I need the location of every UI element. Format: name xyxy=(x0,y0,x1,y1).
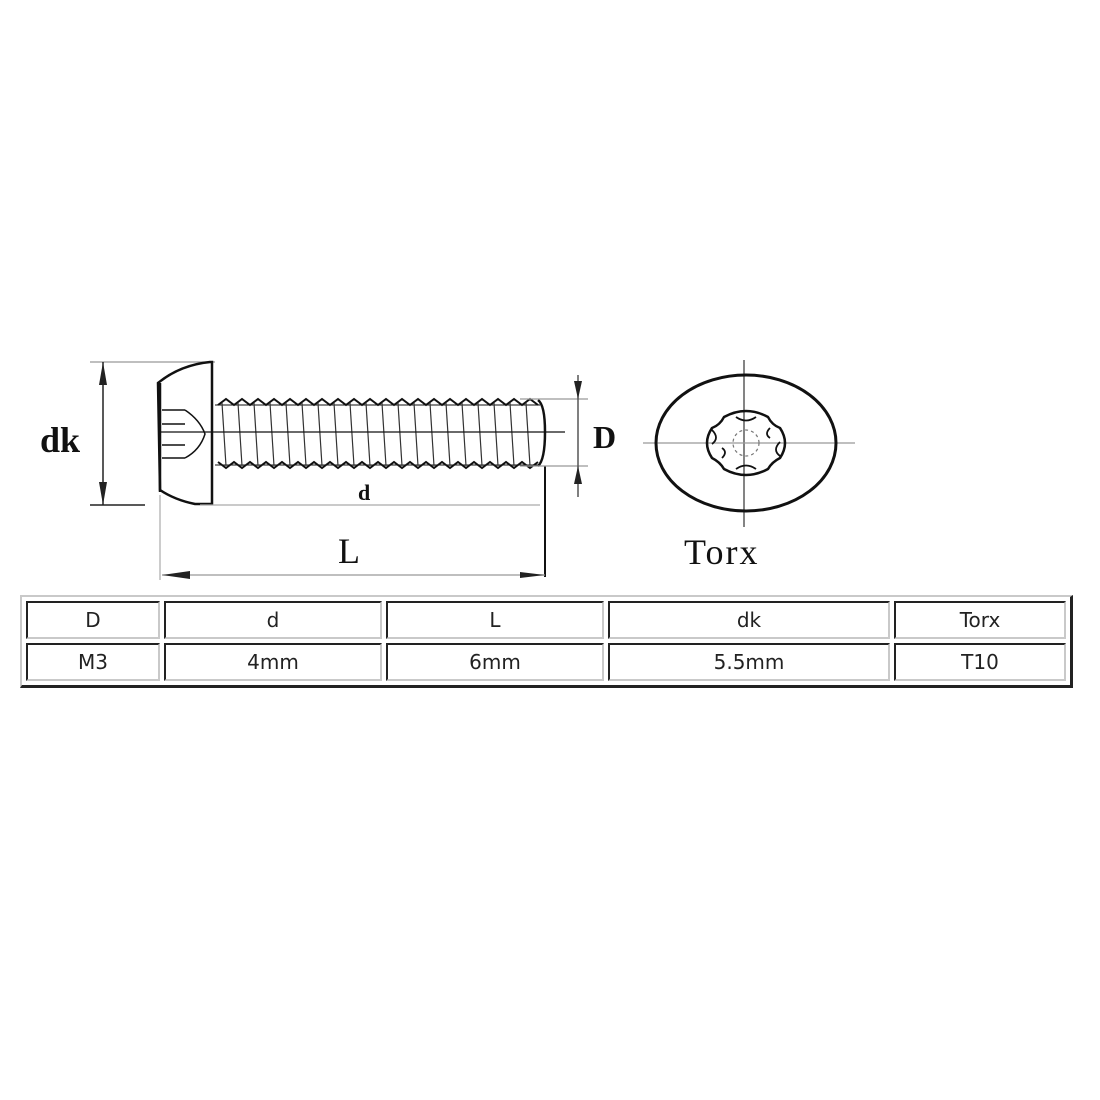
header-cell-torx: Torx xyxy=(894,601,1066,639)
table-row: M3 4mm 6mm 5.5mm T10 xyxy=(26,643,1066,681)
value-cell-torx: T10 xyxy=(894,643,1066,681)
header-cell-L: L xyxy=(386,601,604,639)
header-cell-D: D xyxy=(26,601,160,639)
header-cell-dk: dk xyxy=(608,601,890,639)
dim-label-L: L xyxy=(338,531,360,571)
spec-table: D d L dk Torx M3 4mm 6mm 5.5mm T10 xyxy=(20,595,1073,688)
torx-caption: Torx xyxy=(684,532,759,572)
screw-dimension-drawing: dk d L D Torx xyxy=(40,360,855,580)
dim-label-D: D xyxy=(593,419,616,455)
header-cell-d: d xyxy=(164,601,382,639)
value-cell-d: 4mm xyxy=(164,643,382,681)
dim-label-dk: dk xyxy=(40,420,80,460)
table-header-row: D d L dk Torx xyxy=(26,601,1066,639)
value-cell-L: 6mm xyxy=(386,643,604,681)
value-cell-D: M3 xyxy=(26,643,160,681)
value-cell-dk: 5.5mm xyxy=(608,643,890,681)
dim-label-d: d xyxy=(358,480,370,505)
torx-head-top-view xyxy=(643,360,855,527)
screw-side-view xyxy=(90,360,588,580)
